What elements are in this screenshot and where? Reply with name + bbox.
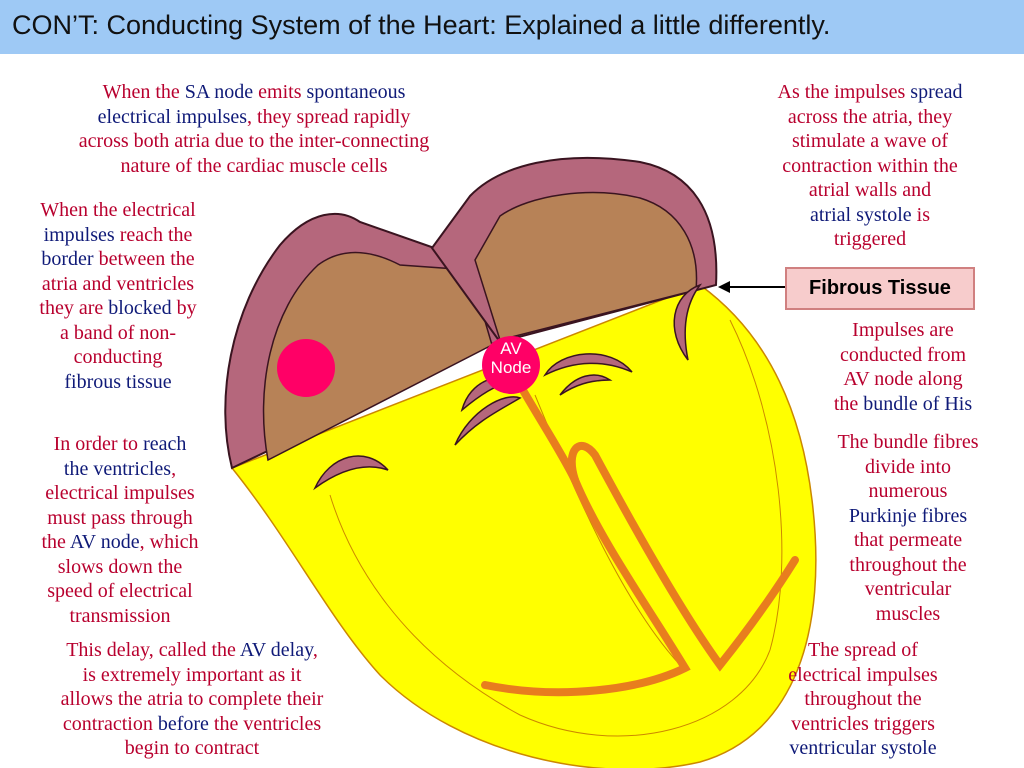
ventricle-inner-outline bbox=[329, 319, 783, 737]
slide-title: CON’T: Conducting System of the Heart: E… bbox=[0, 0, 1024, 54]
purkinje-explanation: The bundle fibres divide into numerous P… bbox=[837, 431, 979, 625]
fibrous-block-explanation: When the electrical impulses reach the b… bbox=[39, 199, 197, 393]
av-node bbox=[482, 336, 540, 394]
fibrous-tissue-label: Fibrous Tissue bbox=[785, 267, 975, 310]
purkinje-loop bbox=[567, 441, 799, 672]
bundle-of-his-explanation: Impulses are conducted from AV node alon… bbox=[833, 319, 973, 415]
valve-flap-left bbox=[313, 455, 389, 491]
sa-node-explanation: When the SA node emits spontaneous elect… bbox=[78, 81, 430, 177]
av-node-label: AV Node bbox=[490, 339, 532, 377]
ventricular-systole-explanation: The spread of electrical impulses throug… bbox=[788, 639, 938, 759]
valve-flap-center-2 bbox=[454, 396, 522, 446]
sa-node bbox=[277, 339, 335, 397]
valve-flap-center-3 bbox=[543, 353, 633, 377]
right-atrium-chamber bbox=[474, 191, 698, 341]
atrial-systole-explanation: As the impulses spread across the atria,… bbox=[777, 81, 963, 250]
av-delay-explanation: This delay, called the AV delay, is extr… bbox=[60, 639, 324, 759]
purkinje-fibre-left bbox=[481, 476, 691, 697]
av-node-explanation: In order to reach the ventricles, electr… bbox=[41, 433, 199, 627]
valve-flap-right bbox=[673, 283, 703, 361]
fibrous-tissue-arrowhead bbox=[718, 281, 730, 293]
valve-flap-center-4 bbox=[559, 374, 613, 396]
left-atrium-chamber bbox=[262, 251, 493, 462]
